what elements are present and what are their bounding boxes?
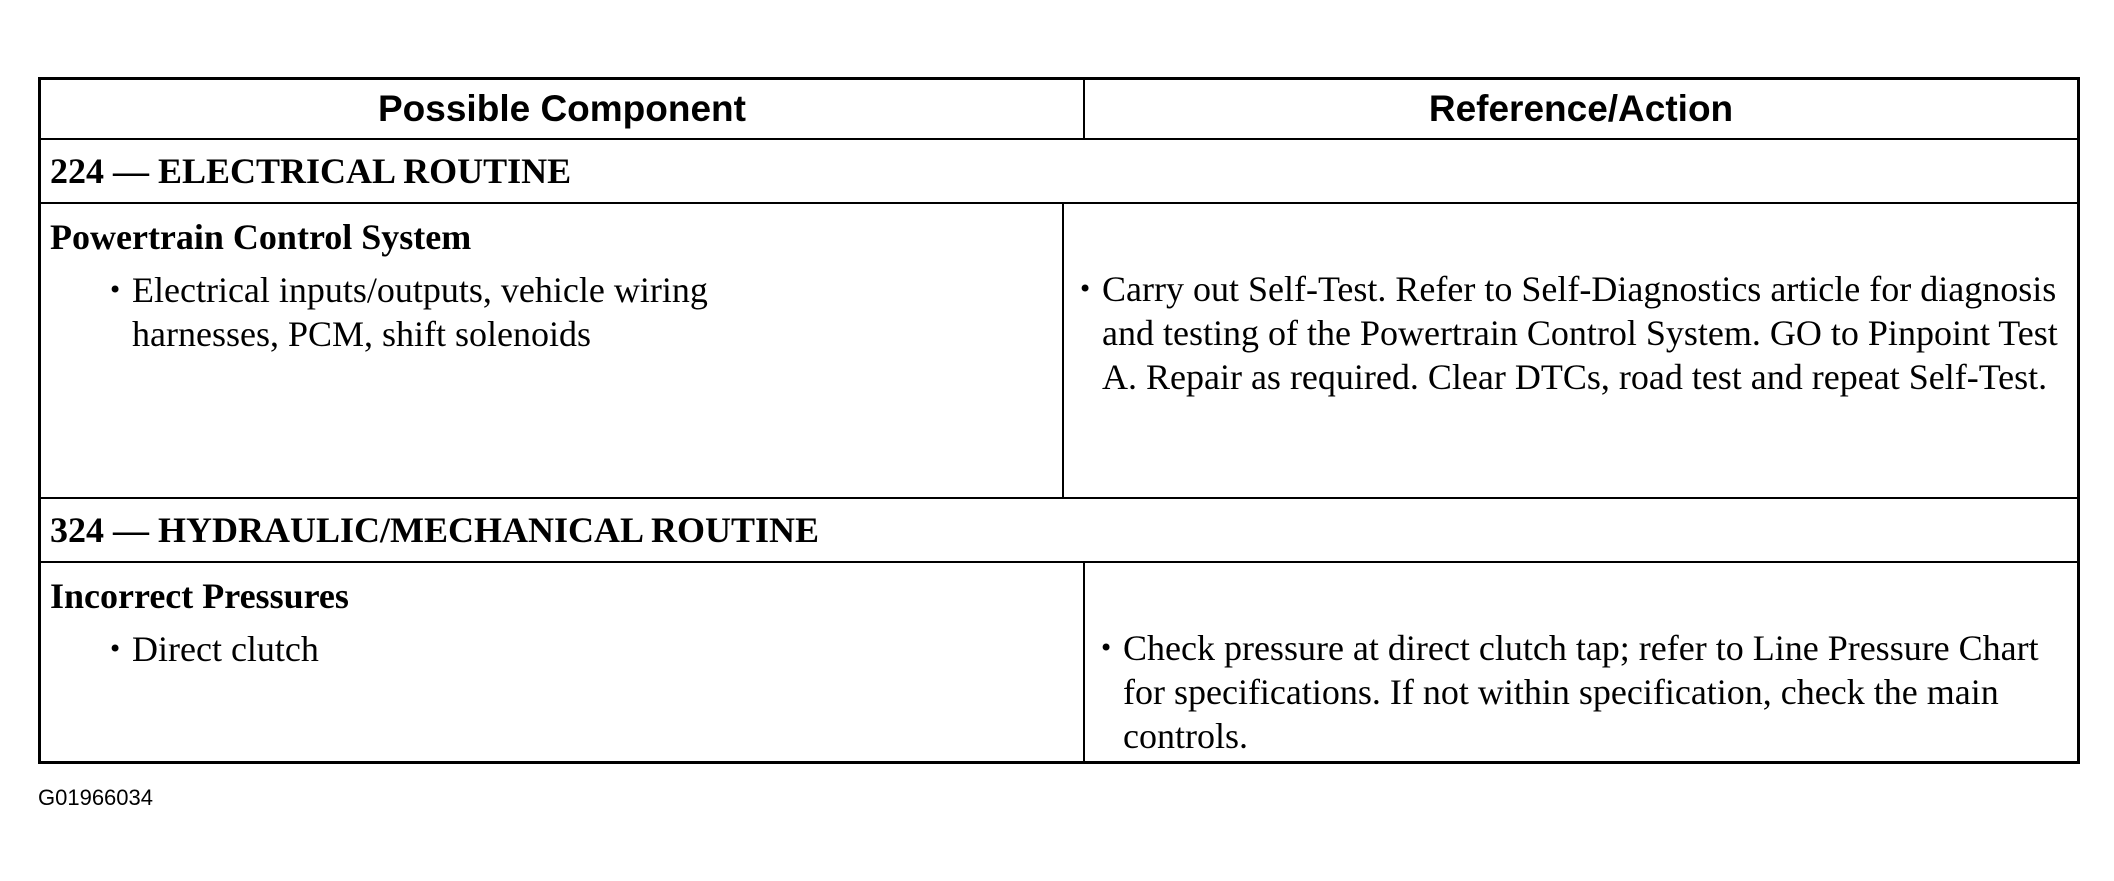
diagnostic-table: Possible Component Reference/Action 224 … <box>38 77 2080 764</box>
action-item: • Check pressure at direct clutch tap; r… <box>1099 626 2067 758</box>
component-cell: Powertrain Control System • Electrical i… <box>41 204 1064 497</box>
component-cell: Incorrect Pressures • Direct clutch <box>41 563 1085 761</box>
bullet-icon: • <box>108 276 123 304</box>
table-header-row: Possible Component Reference/Action <box>41 80 2077 140</box>
component-item-text: Direct clutch <box>132 629 319 669</box>
component-item: • Electrical inputs/outputs, vehicle wir… <box>108 268 1062 356</box>
header-possible-component: Possible Component <box>41 80 1085 138</box>
figure-id: G01966034 <box>38 785 153 810</box>
section-title-224: 224 — ELECTRICAL ROUTINE <box>41 140 2077 204</box>
bullet-icon: • <box>1078 275 1093 303</box>
header-reference-action: Reference/Action <box>1428 88 1734 129</box>
component-title: Powertrain Control System <box>50 217 472 257</box>
bullet-icon: • <box>1099 634 1114 662</box>
table-row: Powertrain Control System • Electrical i… <box>41 204 2077 499</box>
action-item: • Carry out Self-Test. Refer to Self-Dia… <box>1078 267 2067 399</box>
component-title: Incorrect Pressures <box>50 576 349 616</box>
action-text: Check pressure at direct clutch tap; ref… <box>1123 628 2039 756</box>
action-text: Carry out Self-Test. Refer to Self-Diagn… <box>1102 269 2058 397</box>
bullet-icon: • <box>108 635 123 663</box>
table-row: Incorrect Pressures • Direct clutch • Ch… <box>41 563 2077 761</box>
action-cell: • Check pressure at direct clutch tap; r… <box>1085 563 2077 761</box>
action-cell: • Carry out Self-Test. Refer to Self-Dia… <box>1064 204 2077 497</box>
component-item-text: Electrical inputs/outputs, vehicle wirin… <box>132 270 708 354</box>
component-item: • Direct clutch <box>108 627 1083 671</box>
section-title-324: 324 — HYDRAULIC/MECHANICAL ROUTINE <box>41 499 2077 563</box>
